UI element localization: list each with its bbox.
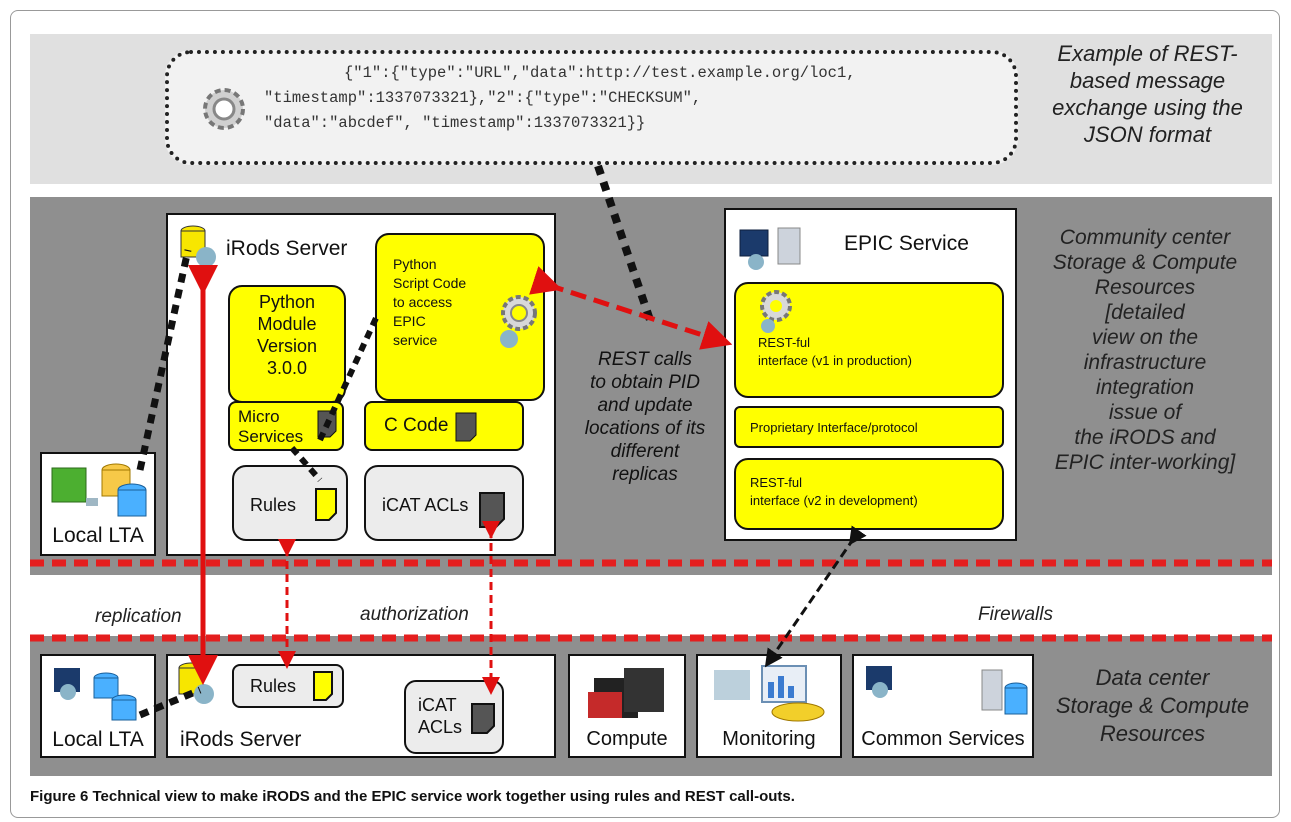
rest-call-arrow bbox=[529, 266, 733, 350]
irods-server-title: iRods Server bbox=[226, 237, 348, 260]
message-side-label: Example of REST- based message exchange … bbox=[1052, 41, 1243, 147]
monitoring-arrow bbox=[764, 525, 867, 668]
data-center-side-label: Data center Storage & Compute Resources bbox=[1055, 665, 1250, 746]
micro-services-link bbox=[317, 316, 379, 442]
server-storage-icon bbox=[866, 666, 1028, 715]
c-code-box: C Code bbox=[364, 401, 524, 451]
json-link bbox=[594, 164, 654, 322]
local-lta-link bbox=[136, 249, 192, 471]
local-lta-datacenter: Local LTA bbox=[40, 654, 156, 758]
json-line-3: "data":"abcdef", "timestamp":1337073321}… bbox=[264, 114, 646, 132]
rest-v1-box: REST-ful interface (v1 in production) bbox=[734, 282, 1004, 398]
epic-service-title: EPIC Service bbox=[844, 232, 969, 255]
epic-service-box: EPIC Service REST-ful interface (v1 in p… bbox=[724, 208, 1017, 541]
community-side-label: Community center Storage & Compute Resou… bbox=[1052, 226, 1238, 474]
irods-server-dc-label: iRods Server bbox=[180, 728, 302, 751]
rest-calls-label: REST calls to obtain PID and update loca… bbox=[584, 349, 706, 485]
authorization-label: authorization bbox=[360, 604, 469, 625]
compute-box: Compute bbox=[568, 654, 686, 758]
gear-icon bbox=[203, 88, 245, 130]
gear-puzzle-icon bbox=[760, 290, 792, 333]
server-icon bbox=[739, 227, 801, 270]
figure-caption: Figure 6 Technical view to make iRODS an… bbox=[30, 788, 795, 805]
firewalls-label: Firewalls bbox=[978, 604, 1053, 625]
storage-icon bbox=[54, 668, 137, 721]
document-icon bbox=[315, 488, 337, 521]
local-lta-community: Local LTA bbox=[40, 452, 156, 556]
python-script-box: Python Script Code to access EPIC servic… bbox=[375, 233, 545, 401]
proprietary-interface-box: Proprietary Interface/protocol bbox=[734, 406, 1004, 448]
local-lta-dc-link bbox=[138, 686, 202, 719]
rules-box-dc: Rules bbox=[232, 664, 344, 708]
json-line-1: {"1":{"type":"URL","data":http://test.ex… bbox=[344, 64, 856, 82]
rules-box: Rules bbox=[232, 465, 348, 541]
common-services-box: Common Services bbox=[852, 654, 1034, 758]
python-module-box: Python Module Version 3.0.0 bbox=[228, 285, 346, 403]
replication-label: replication bbox=[95, 606, 182, 627]
database-puzzle-icon bbox=[180, 225, 216, 267]
json-line-2: "timestamp":1337073321},"2":{"type":"CHE… bbox=[264, 89, 702, 107]
irods-server-community: iRods Server Python Module Version 3.0.0… bbox=[166, 213, 556, 556]
json-message-box: {"1":{"type":"URL","data":http://test.ex… bbox=[165, 50, 1018, 165]
compute-icon bbox=[588, 668, 664, 718]
document-icon bbox=[479, 492, 505, 528]
document-icon bbox=[455, 412, 477, 442]
document-icon bbox=[471, 703, 495, 734]
rest-v2-box: REST-ful interface (v2 in development) bbox=[734, 458, 1004, 530]
icat-acls-box: iCAT ACLs bbox=[364, 465, 524, 541]
rules-link bbox=[289, 446, 323, 482]
figure-frame bbox=[10, 10, 1280, 818]
storage-icon bbox=[51, 463, 147, 517]
document-icon bbox=[313, 671, 333, 701]
